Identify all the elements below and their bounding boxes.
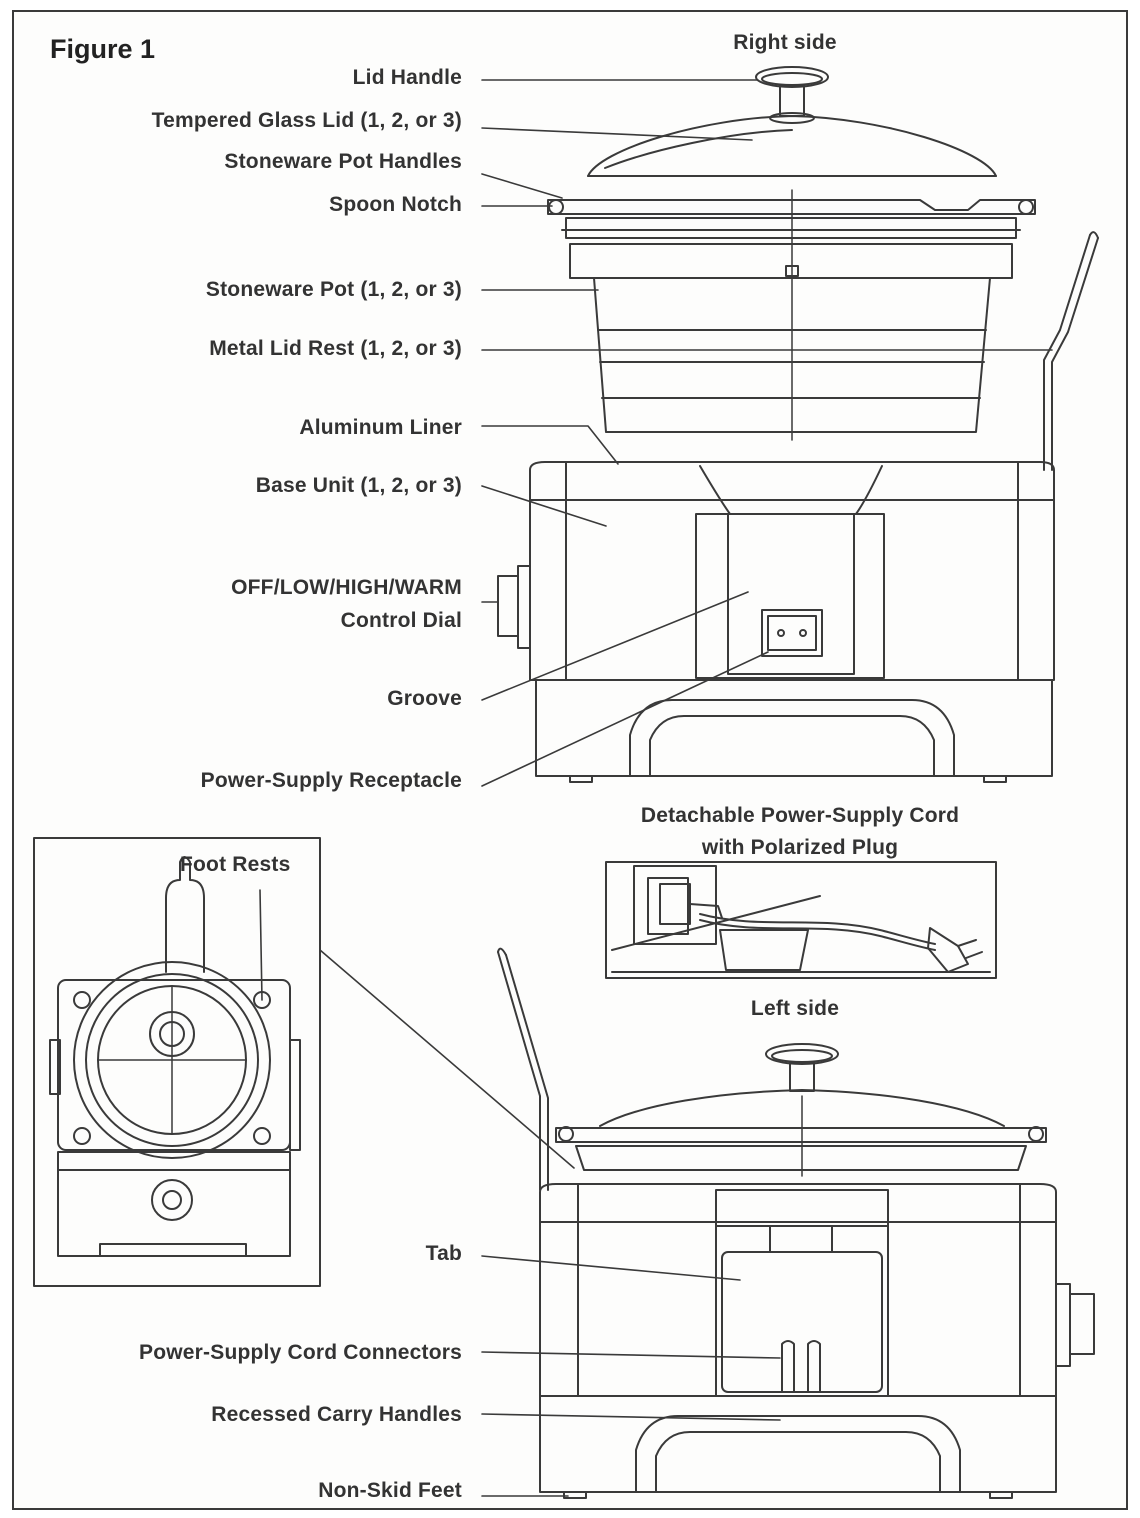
- figure-title: Figure 1: [50, 34, 156, 64]
- base-unit-drawing: [497, 461, 1055, 783]
- foot-rests-label: Foot Rests: [180, 853, 291, 876]
- recessed-carry-handles-label: Recessed Carry Handles: [211, 1403, 462, 1426]
- cord-connectors-label: Power-Supply Cord Connectors: [139, 1341, 462, 1364]
- control-dial-label: OFF/LOW/HIGH/WARM Control Dial: [231, 576, 462, 632]
- stoneware-pot-drawing: [593, 189, 991, 441]
- tempered-glass-lid-label: Tempered Glass Lid (1, 2, or 3): [151, 109, 462, 132]
- groove-label: Groove: [387, 687, 462, 710]
- left-side-view: [497, 947, 1095, 1499]
- left-side-label: Left side: [750, 997, 840, 1020]
- lid-handle-drawing: [755, 66, 829, 124]
- pot-rim-drawing: [547, 199, 1036, 279]
- cord-inset: [605, 861, 997, 979]
- right-side-label: Right side: [733, 31, 837, 54]
- power-supply-receptacle-label: Power-Supply Receptacle: [200, 769, 462, 792]
- non-skid-feet-label: Non-Skid Feet: [318, 1479, 462, 1502]
- detachable-cord-label: Detachable Power-Supply Cord with Polari…: [640, 804, 960, 859]
- leader-lines: [259, 79, 1053, 1497]
- lid-handle-label: Lid Handle: [352, 66, 462, 89]
- glass-lid-drawing: [587, 115, 997, 177]
- base-unit-label: Base Unit (1, 2, or 3): [255, 474, 462, 497]
- aluminum-liner-label: Aluminum Liner: [299, 416, 462, 439]
- bottom-view-inset: [33, 837, 321, 1287]
- stoneware-pot-handles-label: Stoneware Pot Handles: [224, 150, 462, 173]
- metal-lid-rest-drawing: [1043, 231, 1099, 471]
- metal-lid-rest-label: Metal Lid Rest (1, 2, or 3): [209, 337, 462, 360]
- tab-label: Tab: [425, 1242, 462, 1265]
- stoneware-pot-label: Stoneware Pot (1, 2, or 3): [205, 278, 462, 301]
- spoon-notch-label: Spoon Notch: [329, 193, 462, 216]
- right-side-view: [497, 66, 1099, 783]
